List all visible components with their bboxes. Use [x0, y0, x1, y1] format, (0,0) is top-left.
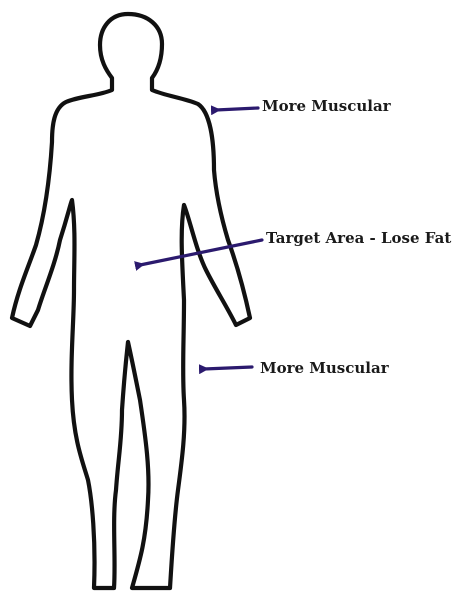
- torso-label: Target Area - Lose Fat: [266, 229, 451, 247]
- shoulder-label: More Muscular: [262, 97, 392, 115]
- body-silhouette: [12, 14, 250, 588]
- thigh-label: More Muscular: [260, 359, 390, 377]
- shoulder-arrow: [216, 108, 258, 110]
- thigh-arrow: [204, 367, 252, 369]
